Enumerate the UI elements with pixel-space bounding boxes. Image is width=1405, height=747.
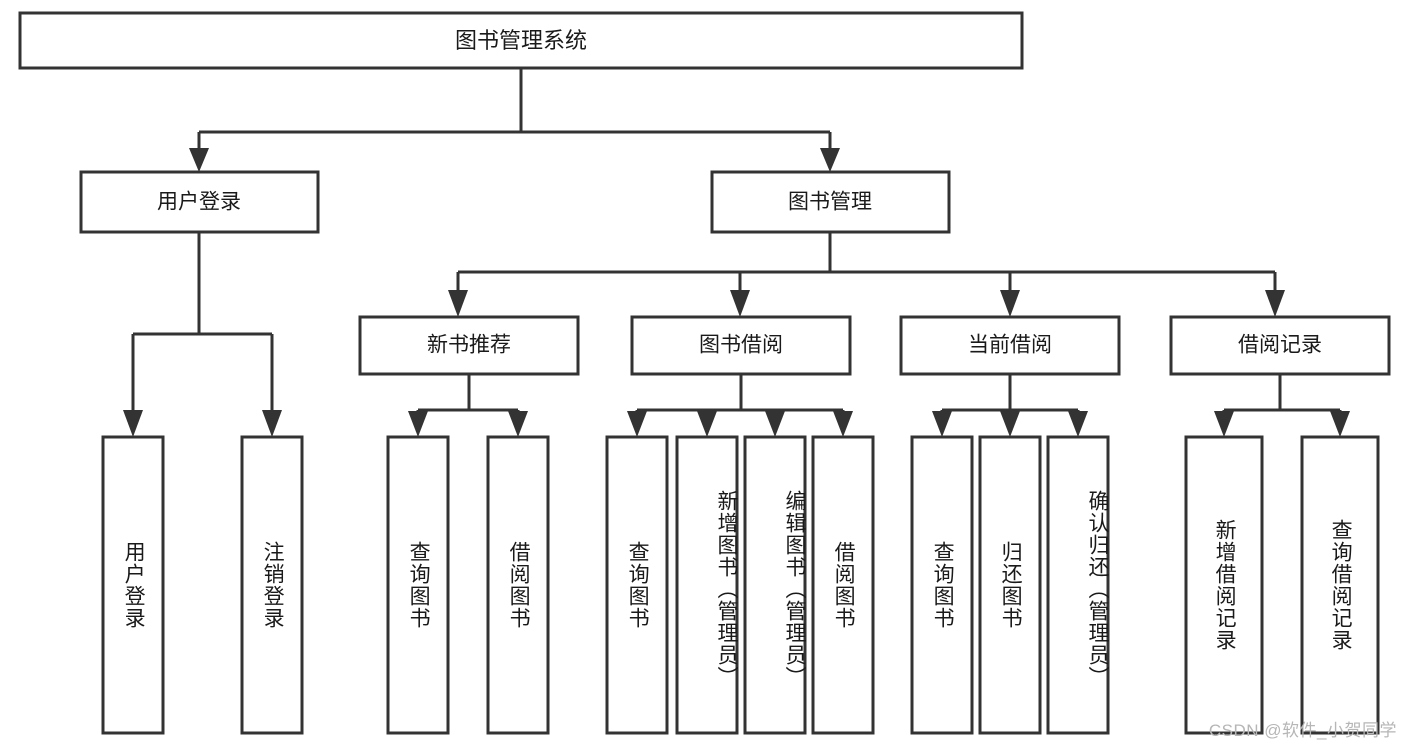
node-borrow-record-label: 借阅记录 xyxy=(1238,334,1322,357)
node-book-borrow-box[interactable] xyxy=(630,315,852,376)
leaf-box-user-login-login[interactable] xyxy=(101,435,165,735)
leaf-box-book-borrow-borrow[interactable] xyxy=(811,435,875,735)
arrow-leaf-borrow-record-1 xyxy=(1214,411,1234,437)
arrow-leaf-user-login-2 xyxy=(262,410,282,437)
node-current-borrow-label: 当前借阅 xyxy=(968,334,1052,357)
arrow-to-user-login xyxy=(189,148,209,172)
arrow-leaf-current-borrow-2 xyxy=(1000,411,1020,437)
arrow-to-book-borrow xyxy=(730,290,750,317)
arrow-to-book-mgmt xyxy=(820,148,840,172)
arrow-leaf-current-borrow-3 xyxy=(1068,411,1088,437)
arrow-to-current-borrow xyxy=(1000,290,1020,317)
csdn-watermark: CSDN @软件_小贺同学 xyxy=(1208,721,1397,740)
arrow-leaf-borrow-record-2 xyxy=(1330,411,1350,437)
node-current-borrow-box[interactable] xyxy=(899,315,1121,376)
node-book-mgmt-box[interactable] xyxy=(710,170,951,234)
arrow-leaf-new-book-2 xyxy=(508,411,528,437)
leaf-box-borrow-record-add[interactable] xyxy=(1184,435,1264,735)
leaf-box-borrow-record-query[interactable] xyxy=(1300,435,1380,735)
arrow-to-new-book xyxy=(448,290,468,317)
node-book-borrow-label: 图书借阅 xyxy=(699,334,783,357)
arrow-leaf-book-borrow-3 xyxy=(765,411,785,437)
leaf-box-current-borrow-confirm[interactable] xyxy=(1046,435,1110,735)
arrow-to-borrow-record xyxy=(1265,290,1285,317)
leaf-box-new-book-query[interactable] xyxy=(386,435,450,735)
leaf-box-book-borrow-query[interactable] xyxy=(605,435,669,735)
arrow-leaf-book-borrow-2 xyxy=(697,411,717,437)
leaf-box-book-borrow-add[interactable] xyxy=(675,435,739,735)
arrow-leaf-book-borrow-1 xyxy=(627,411,647,437)
node-borrow-record-box[interactable] xyxy=(1169,315,1391,376)
node-new-book-label: 新书推荐 xyxy=(427,334,511,357)
leaf-box-new-book-borrow[interactable] xyxy=(486,435,550,735)
leaf-box-user-login-logout[interactable] xyxy=(240,435,304,735)
arrow-leaf-new-book-1 xyxy=(408,411,428,437)
node-root-label: 图书管理系统 xyxy=(455,28,587,53)
arrow-leaf-user-login-1 xyxy=(123,410,143,437)
leaf-box-book-borrow-edit[interactable] xyxy=(743,435,807,735)
leaf-box-current-borrow-return[interactable] xyxy=(978,435,1042,735)
arrow-leaf-current-borrow-1 xyxy=(932,411,952,437)
leaf-box-current-borrow-query[interactable] xyxy=(910,435,974,735)
arrow-leaf-book-borrow-4 xyxy=(833,411,853,437)
node-root-box[interactable] xyxy=(18,11,1024,70)
node-book-mgmt-label: 图书管理 xyxy=(788,191,872,214)
node-new-book-box[interactable] xyxy=(358,315,580,376)
node-user-login-label: 用户登录 xyxy=(157,191,241,214)
